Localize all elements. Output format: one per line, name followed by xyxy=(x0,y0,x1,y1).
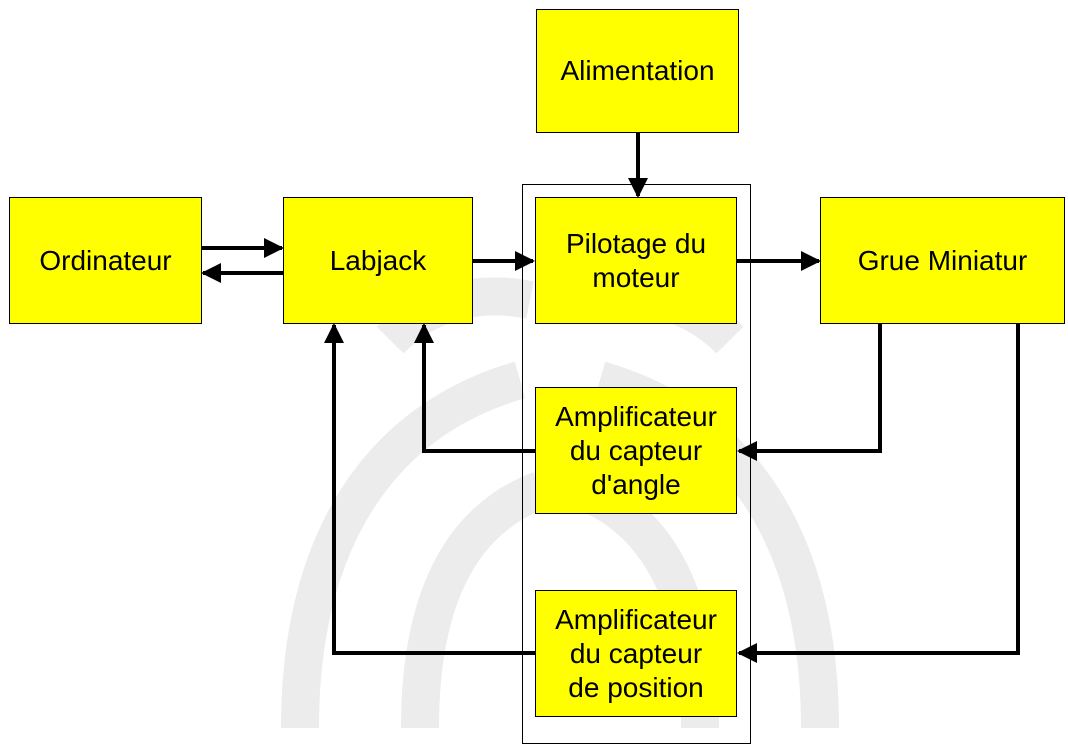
arrow-amp-position-to-labjack xyxy=(324,323,535,655)
node-amp-angle-label: Amplificateur du capteur d'angle xyxy=(555,400,717,500)
node-grue-label: Grue Miniatur xyxy=(857,244,1028,276)
node-pilotage-label: Pilotage du moteur xyxy=(565,227,707,293)
node-grue-miniatur: Grue Miniatur xyxy=(820,197,1065,324)
node-ordinateur-label: Ordinateur xyxy=(39,244,172,276)
node-alimentation: Alimentation xyxy=(536,9,739,133)
node-labjack-label: Labjack xyxy=(329,244,427,276)
arrow-grue-to-amp-position xyxy=(737,324,1020,663)
arrow-grue-to-amp-angle xyxy=(737,324,882,461)
node-amplificateur-angle: Amplificateur du capteur d'angle xyxy=(535,387,737,514)
node-ordinateur: Ordinateur xyxy=(9,197,202,324)
node-amp-position-label: Amplificateur du capteur de position xyxy=(555,603,717,703)
node-labjack: Labjack xyxy=(283,197,473,324)
node-alimentation-label: Alimentation xyxy=(560,55,715,86)
arrow-amp-angle-to-labjack xyxy=(414,323,535,453)
node-amplificateur-position: Amplificateur du capteur de position xyxy=(535,590,737,717)
node-pilotage-moteur: Pilotage du moteur xyxy=(535,197,737,324)
